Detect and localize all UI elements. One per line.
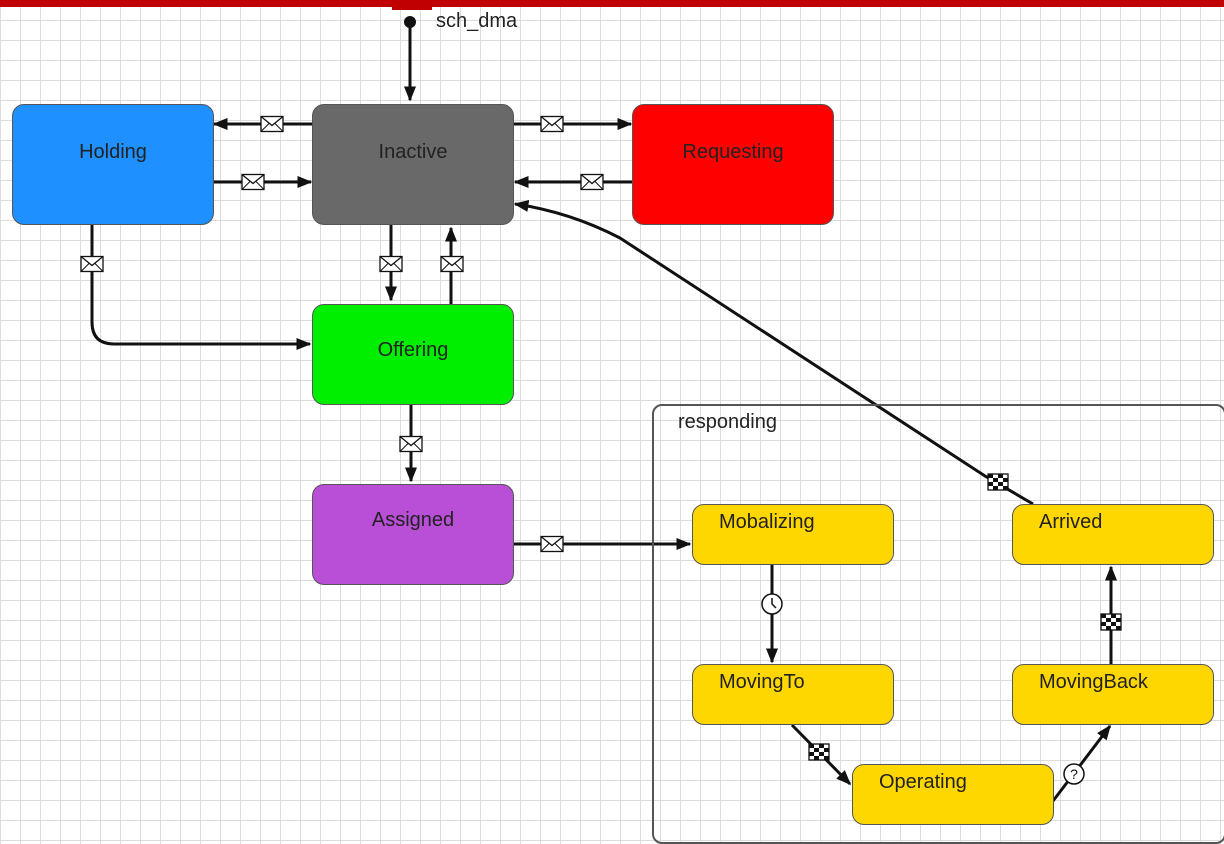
transition-arrived-to-inactive [513,200,1034,506]
transition-operating-to-movingback [1051,724,1112,802]
transition-holding-to-offering [90,225,312,350]
message-icon [580,173,604,191]
message-icon [260,115,284,133]
state-arrived[interactable]: Arrived [1012,504,1214,565]
composite-state-label: responding [678,411,777,433]
state-requesting[interactable]: Requesting [632,104,834,225]
message-icon [80,255,104,273]
initial-state-dot [404,16,416,28]
state-offering[interactable]: Offering [312,304,514,405]
state-label: Operating [879,771,967,793]
state-mobalizing[interactable]: Mobalizing [692,504,894,565]
state-operating[interactable]: Operating [852,764,1054,825]
state-label: Inactive [378,141,448,163]
message-icon [379,255,403,273]
state-label: Offering [377,339,449,361]
state-label: Mobalizing [719,511,815,533]
top-red-bar [0,0,1224,7]
state-label: MovingTo [719,671,805,693]
top-red-bar-notch [392,0,432,10]
composite-state-responding[interactable]: responding [652,404,1224,844]
state-label: Requesting [682,141,784,163]
message-icon [399,435,423,453]
state-assigned[interactable]: Assigned [312,484,514,585]
state-movingto[interactable]: MovingTo [692,664,894,725]
message-icon [540,115,564,133]
state-label: Holding [79,141,147,163]
state-label: Assigned [371,509,455,531]
message-icon [540,535,564,553]
initial-transition-label: sch_dma [436,10,518,32]
state-label: Arrived [1039,511,1103,533]
message-icon [241,173,265,191]
state-label: MovingBack [1039,671,1148,693]
state-movingback[interactable]: MovingBack [1012,664,1214,725]
message-icon [440,255,464,273]
state-holding[interactable]: Holding [12,104,214,225]
state-inactive[interactable]: Inactive [312,104,514,225]
